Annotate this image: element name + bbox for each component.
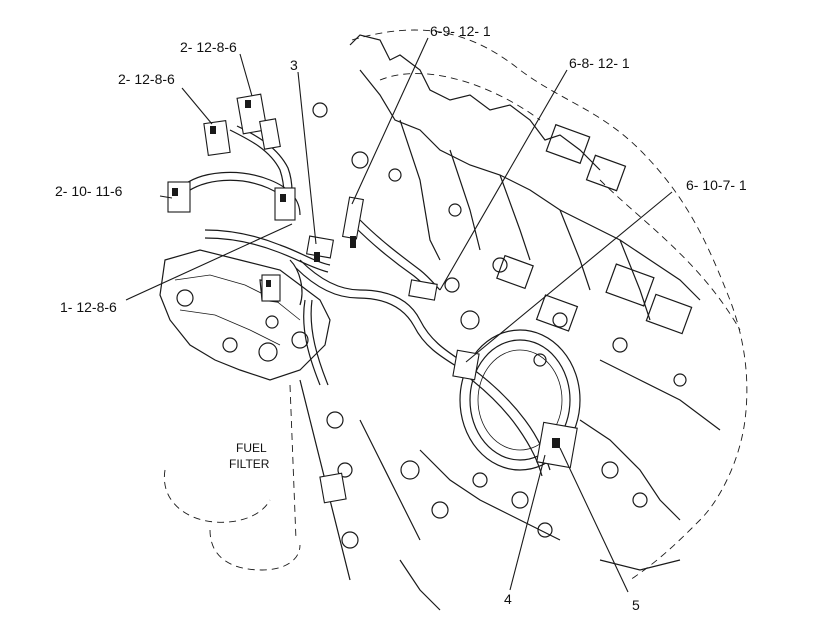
crank-pulley (459, 329, 581, 471)
fuel-manifold (159, 249, 331, 381)
speed-sensor-4 (536, 421, 578, 469)
callout-6-10-7-1: 6- 10-7- 1 (686, 177, 747, 193)
sensor-3 (305, 235, 335, 262)
callout-3: 3 (290, 57, 298, 73)
lower-sensor (261, 274, 347, 504)
leader-lines (125, 37, 673, 593)
clip-6-10-7-1 (452, 349, 480, 381)
connector-upper-pair (203, 93, 281, 156)
callout-labels: 2- 12-8-6 2- 12-8-6 2- 10- 11-6 1- 12-8-… (55, 23, 747, 613)
callout-6-9-12-1: 6-9- 12- 1 (430, 23, 491, 39)
callout-4: 4 (504, 591, 512, 607)
clip-6-8-12-1 (408, 277, 460, 301)
connector-6-9-12-1 (341, 196, 365, 248)
callout-2-10-11-6: 2- 10- 11-6 (55, 183, 123, 199)
engine-block-outline (351, 29, 748, 581)
callout-6-8-12-1: 6-8- 12- 1 (569, 55, 630, 71)
fuel-filter: FUEL FILTER (163, 384, 301, 571)
fuel-filter-label-line2: FILTER (229, 457, 270, 471)
callout-2-12-8-6: 2- 12-8-6 (118, 71, 175, 87)
engine-block (299, 34, 721, 611)
fuel-filter-label-line1: FUEL (236, 441, 267, 455)
connector-left (167, 181, 296, 221)
wiring-harness (179, 125, 551, 477)
callout-1-12-8-6: 1- 12-8-6 (60, 299, 117, 315)
callout-2-12-8-6-top: 2- 12-8-6 (180, 39, 237, 55)
callout-5: 5 (632, 597, 640, 613)
